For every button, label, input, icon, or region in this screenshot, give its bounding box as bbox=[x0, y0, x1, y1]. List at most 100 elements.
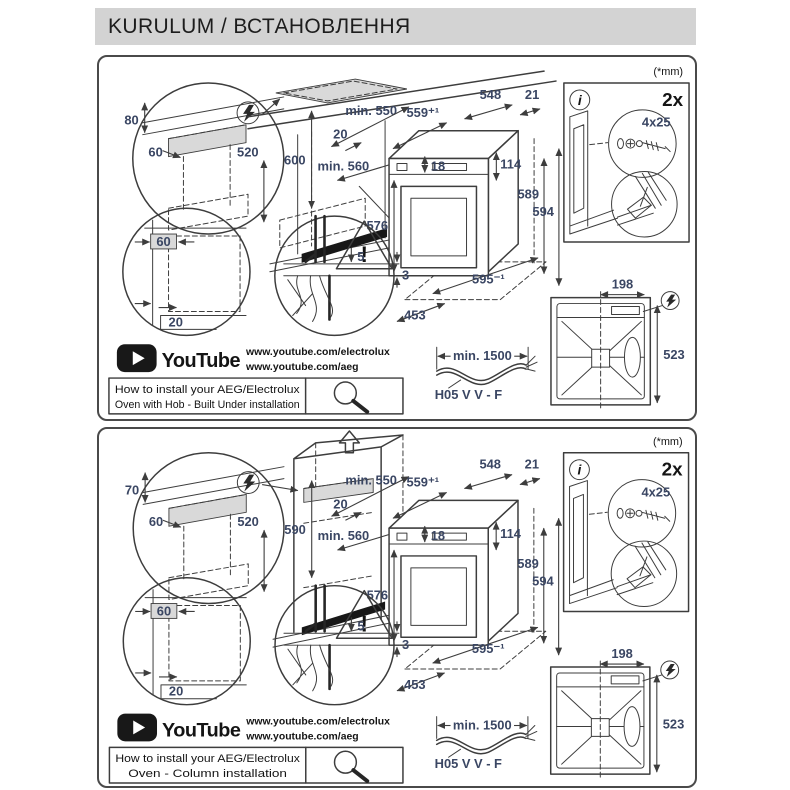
dim-niche-height: 600 bbox=[284, 152, 306, 167]
dim-oven-bottom-width: 595⁻¹ bbox=[472, 641, 505, 656]
dim-niche-height: 590 bbox=[284, 522, 305, 537]
search-caption-box: How to install your AEG/Electrolux Oven … bbox=[108, 377, 404, 415]
magnifier-icon bbox=[333, 750, 358, 774]
power-bolt-icon bbox=[243, 474, 256, 492]
dim-oven-rear-gap: 21 bbox=[525, 87, 539, 102]
dim-control-panel-height: 114 bbox=[500, 526, 522, 541]
dim-oven-bottom-depth: 453 bbox=[404, 307, 426, 322]
screw-quantity: 2x bbox=[662, 459, 683, 480]
dim-oven-top-inset: 18 bbox=[431, 528, 445, 543]
magnifier-icon bbox=[333, 381, 358, 405]
dim-cutout-bottom: 20 bbox=[169, 684, 183, 699]
niche-dimensions: 590 min. 550 20 min. 560 bbox=[284, 473, 410, 579]
dim-oven-top-width: 559⁺¹ bbox=[406, 105, 439, 120]
cable-clearance-circle: ! 5 3 bbox=[274, 214, 409, 337]
dim-oven-top-width: 559⁺¹ bbox=[406, 475, 439, 490]
terminal-bolt-icon bbox=[665, 664, 676, 677]
dim-cable-length: min. 1500 bbox=[453, 717, 512, 732]
page-title: KURULUM / ВСТАНОВЛЕННЯ bbox=[108, 14, 411, 38]
warning-icon: ! bbox=[361, 242, 368, 267]
caption-line2: Oven - Column installation bbox=[128, 768, 287, 780]
dim-oven-bottom-width: 595⁻¹ bbox=[472, 272, 505, 287]
connection-detail-circle: 80 60 520 bbox=[124, 82, 285, 235]
cutout-detail-circle: 60 20 bbox=[122, 577, 251, 706]
dim-detail-height: 520 bbox=[237, 514, 258, 529]
installation-panel-built-under: (*mm) i 2x 4x25 bbox=[97, 55, 697, 421]
oven-back-view: 198 523 bbox=[550, 277, 685, 412]
dim-niche-gap: 20 bbox=[333, 127, 347, 142]
dim-oven-top-inset: 18 bbox=[431, 158, 445, 173]
youtube-wordmark: YouTube bbox=[162, 719, 241, 741]
dim-cable-length: min. 1500 bbox=[453, 348, 512, 363]
dim-oven-height-b: 594 bbox=[532, 204, 554, 219]
dim-oven-rear-gap: 21 bbox=[525, 457, 539, 472]
dim-niche-min-width: min. 560 bbox=[318, 158, 370, 173]
dim-oven-depth: 548 bbox=[479, 457, 500, 472]
column-diagram: (*mm) i 2x 4x25 bbox=[108, 430, 690, 784]
dim-oven-height-a: 589 bbox=[517, 556, 538, 571]
youtube-url-aeg: www.youtube.com/aeg bbox=[245, 731, 358, 742]
fixing-info-box: i 2x 4x25 bbox=[563, 82, 690, 243]
dim-clearance-top: 5 bbox=[357, 249, 364, 264]
connection-detail-circle: 70 60 520 bbox=[125, 452, 285, 605]
caption-line2: Oven with Hob - Built Under installation bbox=[115, 399, 300, 411]
search-caption-box: How to install your AEG/Electrolux Oven … bbox=[108, 746, 404, 784]
youtube-url-aeg: www.youtube.com/aeg bbox=[245, 362, 359, 373]
dim-cutout-side: 60 bbox=[157, 603, 171, 618]
dim-detail-height: 520 bbox=[237, 145, 259, 160]
screw-quantity: 2x bbox=[662, 89, 683, 110]
units-note: (*mm) bbox=[653, 436, 683, 448]
installation-panel-column: (*mm) i 2x 4x25 bbox=[97, 427, 697, 788]
cable-clearance-circle: ! 5 3 bbox=[274, 584, 409, 706]
youtube-block: YouTube www.youtube.com/electrolux www.y… bbox=[116, 344, 390, 373]
dim-back-terminal-offset: 198 bbox=[612, 277, 634, 292]
dim-detail-gap: 60 bbox=[148, 145, 162, 160]
terminal-bolt-icon bbox=[666, 294, 677, 308]
dim-niche-gap: 20 bbox=[333, 496, 347, 511]
info-icon: i bbox=[578, 92, 583, 108]
youtube-block: YouTube www.youtube.com/electrolux www.y… bbox=[117, 713, 390, 742]
oven-drawing: 559⁺¹ 548 21 18 114 589 594 576 595⁻¹ 45… bbox=[367, 87, 563, 322]
dim-clearance-bottom: 3 bbox=[402, 637, 409, 652]
dim-top-clearance: 70 bbox=[125, 482, 139, 497]
dim-back-height: 523 bbox=[663, 347, 685, 362]
cable-type-label: H05 V V - F bbox=[435, 756, 502, 771]
dim-back-height: 523 bbox=[663, 716, 684, 731]
dim-niche-min-depth: min. 550 bbox=[345, 473, 397, 488]
dim-niche-min-width: min. 560 bbox=[318, 528, 370, 543]
dim-oven-height-b: 594 bbox=[532, 574, 554, 589]
dim-cutout-bottom: 20 bbox=[169, 314, 183, 329]
youtube-url-electrolux: www.youtube.com/electrolux bbox=[245, 347, 390, 358]
fixing-info-box: i 2x 4x25 bbox=[562, 452, 690, 613]
power-bolt-icon bbox=[243, 104, 255, 122]
niche-dimensions: 600 min. 550 20 min. 560 bbox=[284, 103, 410, 209]
section-header: KURULUM / ВСТАНОВЛЕННЯ bbox=[95, 8, 696, 45]
dim-top-clearance: 80 bbox=[124, 113, 138, 128]
dim-screw-size: 4x25 bbox=[641, 484, 670, 499]
dim-control-panel-height: 114 bbox=[500, 156, 522, 171]
cutout-detail-circle: 60 20 bbox=[122, 207, 251, 337]
units-note: (*mm) bbox=[653, 66, 683, 78]
dim-oven-height-a: 589 bbox=[517, 186, 539, 201]
info-icon: i bbox=[578, 462, 583, 478]
cable-type-label: H05 V V - F bbox=[435, 387, 503, 402]
dim-oven-depth: 548 bbox=[480, 87, 502, 102]
youtube-wordmark: YouTube bbox=[162, 350, 241, 372]
dim-cutout-side: 60 bbox=[156, 234, 170, 249]
youtube-url-electrolux: www.youtube.com/electrolux bbox=[245, 717, 390, 728]
dim-niche-min-depth: min. 550 bbox=[345, 103, 397, 118]
warning-icon: ! bbox=[361, 611, 368, 636]
mains-cable: min. 1500 H05 V V - F bbox=[435, 716, 538, 771]
caption-line1: How to install your AEG/Electrolux bbox=[115, 753, 300, 765]
dim-oven-bottom-depth: 453 bbox=[404, 677, 425, 692]
mains-cable: min. 1500 H05 V V - F bbox=[435, 346, 538, 402]
dim-clearance-bottom: 3 bbox=[402, 268, 409, 283]
dim-back-terminal-offset: 198 bbox=[611, 646, 632, 661]
dim-clearance-top: 5 bbox=[357, 618, 364, 633]
caption-line1: How to install your AEG/Electrolux bbox=[115, 384, 300, 396]
oven-back-view: 198 523 bbox=[549, 646, 684, 781]
oven-drawing: 559⁺¹ 548 21 18 114 589 594 576 595⁻¹ 45… bbox=[367, 457, 563, 692]
built-under-diagram: (*mm) i 2x 4x25 bbox=[108, 66, 690, 415]
dim-detail-gap: 60 bbox=[149, 514, 163, 529]
